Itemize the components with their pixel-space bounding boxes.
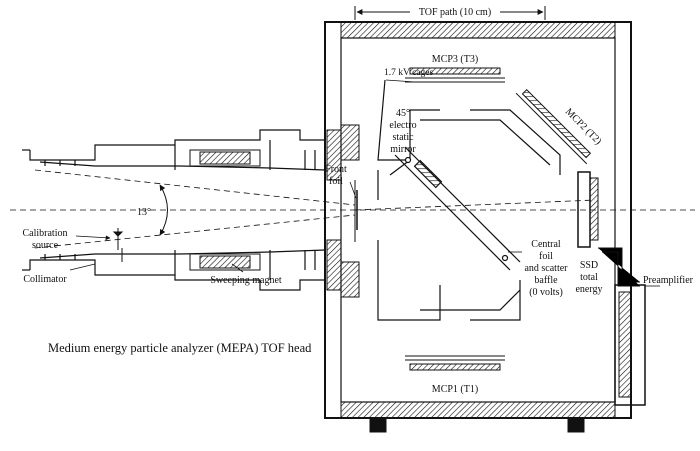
ssd-label-3: energy [575,284,602,295]
front-foil-label-2: foil [329,176,343,187]
calibration-label-2: source [32,240,59,251]
front-foil-label-1: Front [325,164,347,175]
mirror-label-2: electro [389,120,416,131]
collimator-tube [22,129,326,291]
ssd-detector [577,171,640,287]
leader-lines [69,79,660,287]
high-voltage-cages [377,79,561,321]
mcp1-label: MCP1 (T1) [432,384,478,395]
entrance-flange [326,124,360,298]
collimator-label: Collimator [23,274,67,285]
calibration-label-1: Calibration [23,228,68,239]
mcp2-detector [515,88,592,165]
tof-path-label: TOF path (10 cm) [419,7,491,18]
mcp3-label: MCP3 (T3) [432,54,478,65]
mcp1-detector [405,355,505,371]
central-foil-label-5: (0 volts) [529,287,563,298]
central-foil-label-2: foil [539,251,553,262]
ssd-label-2: total [580,272,598,283]
sweeping-magnet [189,149,261,271]
central-foil-label-4: baffle [534,275,558,286]
mirror-label-1: 45° [396,108,410,119]
mirror-label-3: static [392,132,414,143]
electrostatic-mirror [394,146,521,271]
diagram-caption: Medium energy particle analyzer (MEPA) T… [48,341,312,355]
sweeping-magnet-label: Sweeping magnet [210,275,282,286]
central-foil-label-1: Central [531,239,561,250]
preamplifier-label: Preamplifier [643,275,694,286]
tof-housing [324,21,646,433]
field-of-view-lines [10,169,695,249]
calibration-source [112,228,124,262]
angle-label: 13° [137,207,151,218]
mirror-label-4: mirror [390,144,416,155]
cages-label: 1.7 kV cages [384,68,433,78]
ssd-label-1: SSD [580,260,598,271]
central-foil-label-3: and scatter [524,263,568,274]
angle-arc [159,184,168,236]
mcp3-detector [405,67,505,83]
tof-path-dimension [354,6,546,20]
